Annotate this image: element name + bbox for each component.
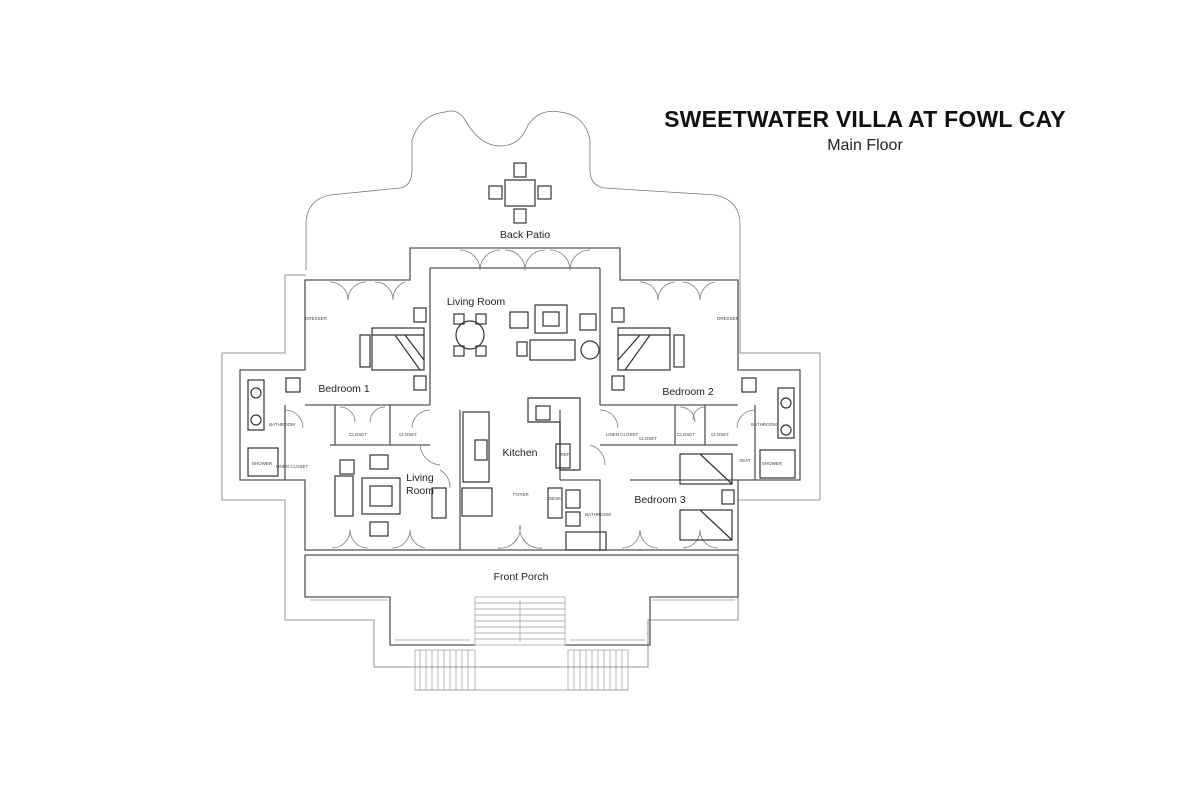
label-kitchen: Kitchen bbox=[502, 447, 537, 459]
label-bedroom-3: Bedroom 3 bbox=[634, 494, 686, 506]
label-ref: REF bbox=[561, 452, 570, 457]
front-porch-railing bbox=[310, 599, 735, 641]
label-back-patio: Back Patio bbox=[500, 229, 550, 241]
interior-walls bbox=[284, 267, 756, 550]
deck-outline bbox=[221, 274, 821, 668]
label-living-room-main: Living Room bbox=[447, 296, 506, 308]
living-room-sofa-set bbox=[509, 304, 600, 361]
plan-subtitle: Main Floor bbox=[827, 137, 903, 154]
lower-stair-treads bbox=[419, 650, 623, 690]
interior-doors bbox=[284, 406, 756, 489]
label-front-porch: Front Porch bbox=[494, 571, 549, 583]
label-living-room-2-line2: Room bbox=[406, 485, 434, 497]
label-seat: SEAT bbox=[739, 458, 751, 463]
back-patio-doors bbox=[329, 249, 716, 301]
bedroom-3-beds bbox=[679, 453, 735, 541]
dining-table bbox=[453, 313, 487, 357]
label-bedroom-1: Bedroom 1 bbox=[318, 383, 370, 395]
back-patio-outline bbox=[305, 110, 741, 275]
label-shower-right: SHOWER bbox=[762, 461, 783, 466]
label-dresser-right: DRESSER bbox=[717, 316, 740, 321]
kitchen-counters bbox=[461, 397, 581, 519]
label-desk: DESK bbox=[549, 496, 561, 501]
label-dresser-left: DRESSER bbox=[305, 316, 328, 321]
label-closet-5: CLOSET bbox=[711, 432, 729, 437]
exterior-walls bbox=[239, 247, 801, 551]
label-linen-closet-left: LINEN CLOSET bbox=[276, 464, 309, 469]
label-bathroom-left: BATHROOM bbox=[269, 422, 295, 427]
patio-table-set bbox=[488, 162, 552, 224]
bedroom-1-bed bbox=[359, 307, 427, 391]
label-closet-4: CLOSET bbox=[677, 432, 695, 437]
label-linen-closet-right: LINEN CLOSET bbox=[606, 432, 639, 437]
label-closet-1: CLOSET bbox=[349, 432, 367, 437]
label-bathroom-right: BATHROOM bbox=[751, 422, 777, 427]
front-porch-outline bbox=[304, 554, 739, 646]
label-closet-3: CLOSET bbox=[639, 436, 657, 441]
front-stairs bbox=[414, 596, 629, 691]
living-room-2-furniture bbox=[334, 454, 447, 537]
label-living-room-2-line1: Living bbox=[406, 472, 434, 484]
bathroom-fixtures bbox=[247, 377, 796, 551]
label-shower-left: SHOWER bbox=[252, 461, 273, 466]
label-bedroom-2: Bedroom 2 bbox=[662, 386, 714, 398]
front-doors bbox=[331, 524, 719, 549]
label-closet-2: CLOSET bbox=[399, 432, 417, 437]
plan-title: SWEETWATER VILLA AT FOWL CAY bbox=[664, 106, 1066, 132]
bedroom-2-bed bbox=[611, 307, 685, 391]
label-foyer: FOYER bbox=[513, 492, 529, 497]
label-bathroom-center: BATHROOM bbox=[585, 512, 611, 517]
